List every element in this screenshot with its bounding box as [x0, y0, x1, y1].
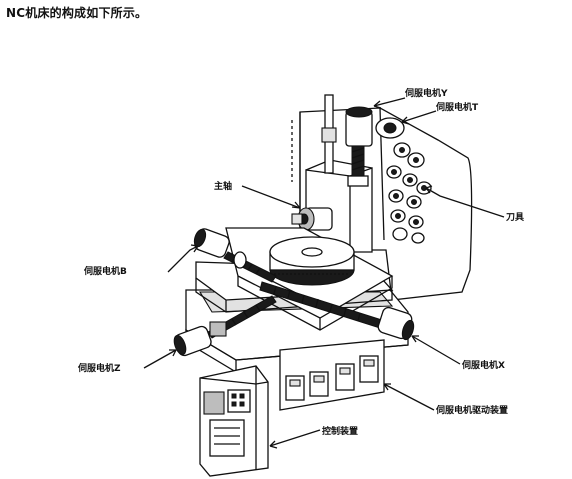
control-cabinet: [199, 365, 269, 477]
machine-column: [291, 107, 473, 301]
tool-magazine: [375, 117, 432, 244]
rotary-table: [269, 236, 355, 286]
label-tool: 刀具: [506, 212, 524, 223]
servo-motor-b-assembly: [193, 228, 277, 283]
label-servo-motor-y: 伺服电机Y: [404, 87, 448, 99]
servo-motor-x-assembly: [259, 281, 415, 341]
label-control-unit: 控制装置: [322, 425, 358, 437]
spindle: [291, 207, 333, 231]
servo-motor-z-assembly: [173, 295, 277, 357]
page-heading: NC机床的构成如下所示。: [6, 6, 148, 20]
label-servo-motor-t: 伺服电机T: [435, 101, 479, 113]
servo-motor-y-assembly: [321, 94, 373, 187]
servo-drive-units: [279, 339, 385, 411]
label-servo-motor-x: 伺服电机X: [461, 359, 505, 371]
label-servo-drive-unit: 伺服电机驱动装置: [435, 404, 508, 416]
label-servo-motor-b: 伺服电机B: [83, 265, 127, 277]
leader-lines: [143, 97, 505, 449]
label-servo-motor-z: 伺服电机Z: [77, 362, 121, 374]
label-spindle: 主轴: [214, 180, 232, 192]
